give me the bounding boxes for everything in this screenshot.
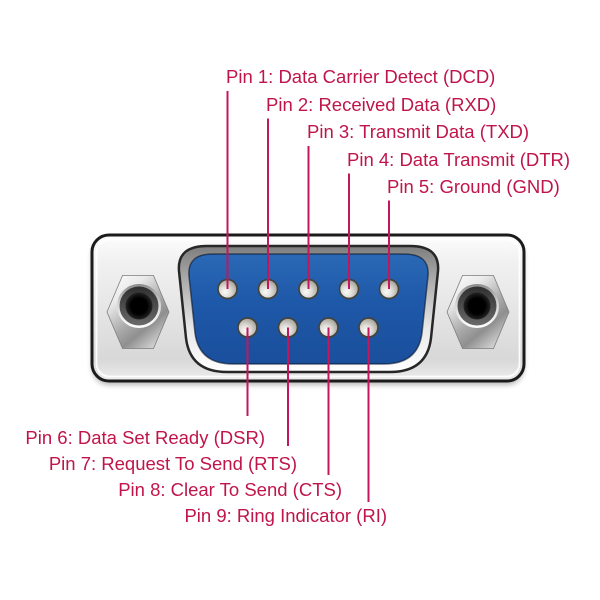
pin-label-3: Pin 3: Transmit Data (TXD) bbox=[307, 121, 530, 142]
pin-label-8: Pin 8: Clear To Send (CTS) bbox=[118, 479, 342, 500]
pin-label-6: Pin 6: Data Set Ready (DSR) bbox=[25, 427, 265, 448]
pin-label-1: Pin 1: Data Carrier Detect (DCD) bbox=[226, 66, 496, 87]
screw-hole-icon bbox=[463, 292, 491, 320]
right-hex-nut bbox=[446, 275, 510, 349]
left-hex-nut bbox=[106, 275, 170, 349]
leader-lines bbox=[226, 91, 390, 502]
screw-hole-icon bbox=[125, 292, 153, 320]
pin-label-5: Pin 5: Ground (GND) bbox=[387, 176, 560, 197]
pin-label-2: Pin 2: Received Data (RXD) bbox=[266, 94, 497, 115]
pin-label-4: Pin 4: Data Transmit (DTR) bbox=[347, 149, 571, 170]
pin-label-9: Pin 9: Ring Indicator (RI) bbox=[184, 505, 387, 526]
pin-label-7: Pin 7: Request To Send (RTS) bbox=[48, 453, 297, 474]
